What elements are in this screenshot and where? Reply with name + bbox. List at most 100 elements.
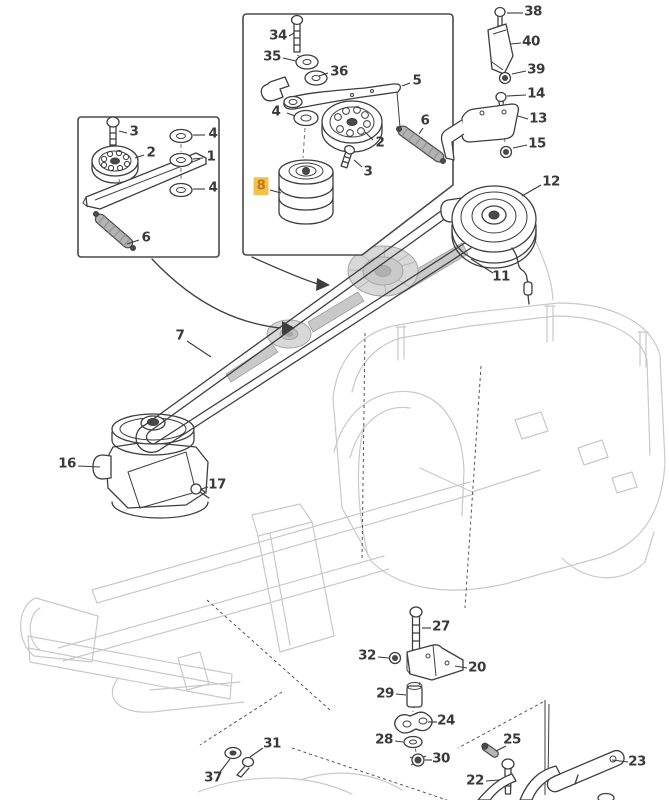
leader-line-29 xyxy=(395,693,407,696)
belt-7 xyxy=(135,202,472,453)
part-callout-34[interactable]: 34 xyxy=(269,27,287,44)
part-callout-2[interactable]: 2 xyxy=(146,144,156,161)
leader-line-11 xyxy=(470,258,494,274)
spacer-29 xyxy=(406,682,423,708)
part-callout-1[interactable]: 1 xyxy=(206,148,216,165)
part-callout-3[interactable]: 3 xyxy=(129,123,139,140)
part-callout-30[interactable]: 30 xyxy=(432,750,450,767)
part-callout-28[interactable]: 28 xyxy=(375,731,393,748)
part-callout-32[interactable]: 32 xyxy=(358,647,376,664)
leader-line-3 xyxy=(118,130,128,134)
leader-line-15 xyxy=(512,144,528,149)
arm-23 xyxy=(546,749,625,793)
leader-line-1 xyxy=(192,157,204,160)
part-callout-38[interactable]: 38 xyxy=(524,3,542,20)
tension-arm-5 xyxy=(283,83,401,128)
bracket-40 xyxy=(487,23,514,75)
part-callout-4[interactable]: 4 xyxy=(208,179,218,196)
leader-line-14 xyxy=(506,94,527,97)
pin-25 xyxy=(481,742,499,758)
nut-39 xyxy=(498,71,512,85)
part-callout-11[interactable]: 11 xyxy=(492,268,510,285)
leader-line-12 xyxy=(521,184,542,197)
arrows xyxy=(151,256,330,335)
screw-31 xyxy=(236,756,255,778)
ghost-rear-chassis xyxy=(332,241,666,591)
part-callout-13[interactable]: 13 xyxy=(529,110,547,127)
bolt-34 xyxy=(290,14,304,53)
leader-line-25 xyxy=(495,745,507,752)
part-callout-29[interactable]: 29 xyxy=(376,685,394,702)
part-callout-17[interactable]: 17 xyxy=(208,476,226,493)
idler-pulley-ghost xyxy=(266,319,312,349)
nut-30 xyxy=(409,753,427,767)
electromagnetic-clutch-8 xyxy=(278,159,334,225)
part-callout-40[interactable]: 40 xyxy=(522,33,540,50)
part-callout-37[interactable]: 37 xyxy=(204,769,222,786)
part-callout-24[interactable]: 24 xyxy=(437,712,455,729)
part-callout-27[interactable]: 27 xyxy=(432,618,450,635)
ghost-front-frame xyxy=(20,481,475,795)
leader-line-6 xyxy=(126,239,140,245)
part-callout-6[interactable]: 6 xyxy=(141,229,151,246)
leader-line-2 xyxy=(134,154,145,159)
part-callout-14[interactable]: 14 xyxy=(527,85,545,102)
part-callout-5[interactable]: 5 xyxy=(412,72,422,89)
leader-line-37 xyxy=(219,758,231,773)
part-callout-4[interactable]: 4 xyxy=(271,103,281,120)
part-callout-7[interactable]: 7 xyxy=(175,327,185,344)
leader-line-28 xyxy=(394,740,404,743)
nut-32 xyxy=(388,651,402,665)
leader-line-34 xyxy=(288,32,295,37)
clutch-pulley-12 xyxy=(440,159,537,305)
washer-4-middle xyxy=(293,109,319,127)
belt-guide-36 xyxy=(260,70,328,102)
inset-box-left xyxy=(77,116,220,258)
part-callout-3[interactable]: 3 xyxy=(363,163,373,180)
leader-line-2 xyxy=(364,131,374,141)
part-callout-8-highlighted[interactable]: 8 xyxy=(253,177,269,195)
washer-35 xyxy=(295,54,319,70)
part-callout-15[interactable]: 15 xyxy=(528,135,546,152)
part-callout-16[interactable]: 16 xyxy=(58,455,76,472)
bottom-hardware xyxy=(224,606,625,800)
bracket-20 xyxy=(406,644,464,681)
part-callout-20[interactable]: 20 xyxy=(468,659,486,676)
part-callout-25[interactable]: 25 xyxy=(503,731,521,748)
part-callout-23[interactable]: 23 xyxy=(628,753,646,770)
washer-1-left xyxy=(169,152,193,168)
part-callout-39[interactable]: 39 xyxy=(527,61,545,78)
part-callout-2[interactable]: 2 xyxy=(375,134,385,151)
washer-4-bottom-left xyxy=(169,182,193,198)
bolt-3-middle xyxy=(340,145,356,169)
nut-15 xyxy=(499,145,513,159)
leader-line-20 xyxy=(454,665,468,669)
part-callout-35[interactable]: 35 xyxy=(263,48,281,65)
leader-line-35 xyxy=(282,57,297,62)
part-callout-31[interactable]: 31 xyxy=(263,735,281,752)
leader-line-3 xyxy=(353,159,363,168)
leader-line-36 xyxy=(318,72,329,77)
hardware-top-right xyxy=(440,6,520,161)
part-callout-36[interactable]: 36 xyxy=(330,63,348,80)
leader-line-6 xyxy=(418,127,424,135)
part-callout-22[interactable]: 22 xyxy=(466,772,484,789)
leader-line-40 xyxy=(509,42,522,45)
callout-leader-lines xyxy=(77,12,629,782)
leader-line-16 xyxy=(77,465,101,468)
washer-28 xyxy=(403,735,423,749)
part-callout-6[interactable]: 6 xyxy=(420,112,430,129)
part-callout-4[interactable]: 4 xyxy=(208,125,218,142)
bracket-13 xyxy=(440,103,520,161)
pulley-2-left xyxy=(91,145,139,184)
leader-line-23 xyxy=(611,759,629,763)
leader-line-22 xyxy=(485,779,500,782)
leader-line-39 xyxy=(511,70,527,75)
leader-line-7 xyxy=(186,340,212,358)
part-callout-12[interactable]: 12 xyxy=(542,173,560,190)
leader-line-32 xyxy=(377,656,390,659)
partial-arms-bottom xyxy=(477,765,615,800)
